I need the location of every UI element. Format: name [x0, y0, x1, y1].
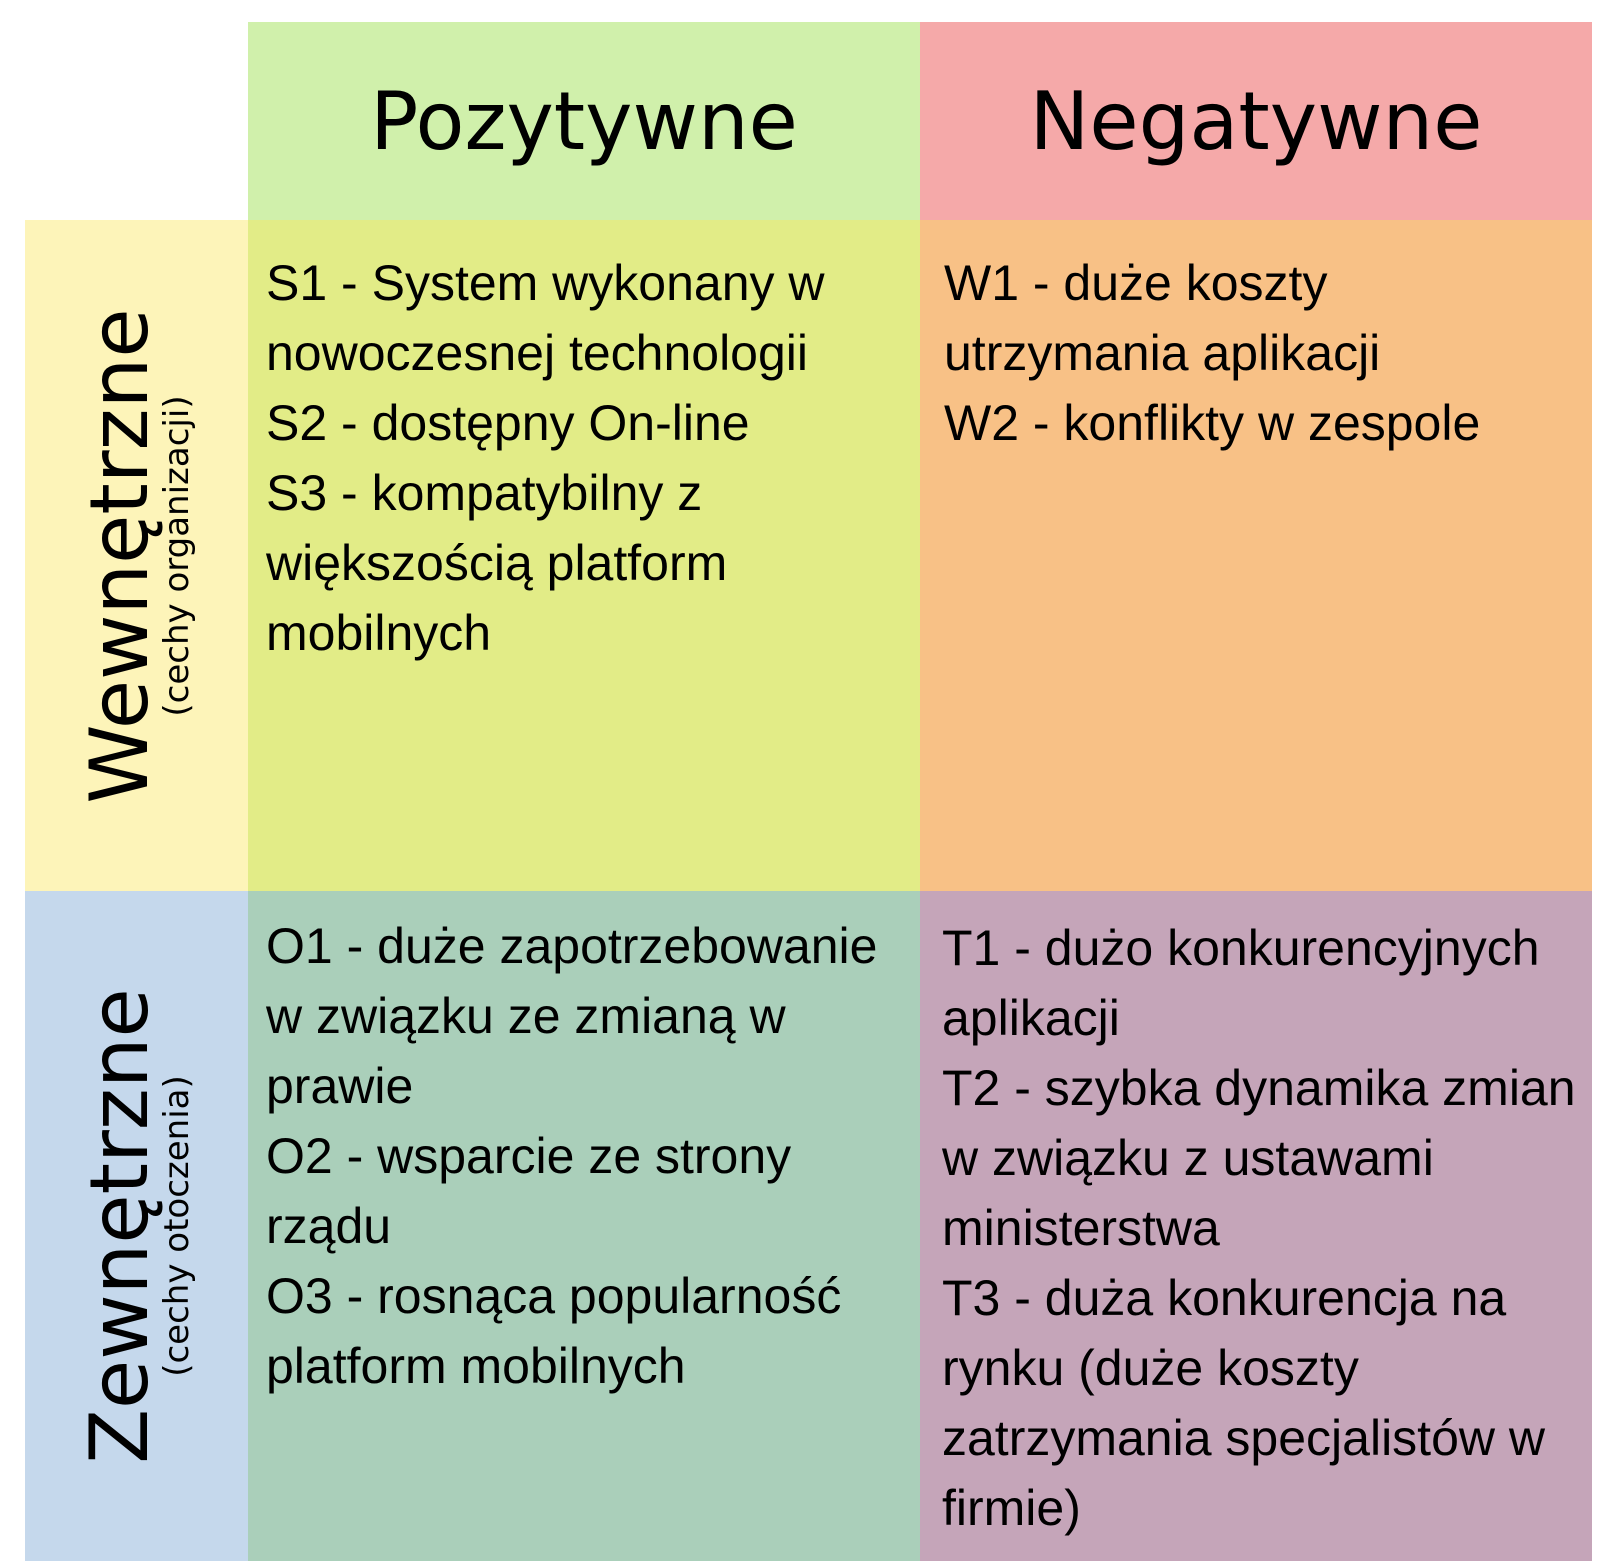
strength-item: S1 - System wykonany w nowoczesnej techn… — [266, 255, 825, 381]
header-positive-label: Pozytywne — [370, 74, 798, 168]
opportunity-item: O1 - duże zapotrzebowanie w związku ze z… — [266, 918, 878, 1114]
weakness-item: W1 - duże koszty utrzymania aplikacji — [944, 255, 1381, 381]
quadrant-strengths: S1 - System wykonany w nowoczesnej techn… — [248, 220, 920, 891]
quadrant-threats: T1 - dużo konkurencyjnych aplikacji T2 -… — [920, 891, 1592, 1561]
quadrant-opportunities: O1 - duże zapotrzebowanie w związku ze z… — [248, 891, 920, 1561]
threat-item: T3 - duża konkurencja na rynku (duże kos… — [942, 1270, 1545, 1536]
header-positive: Pozytywne — [248, 22, 920, 220]
row-header-internal: Wewnętrzne (cechy organizacji) — [25, 220, 248, 891]
strength-item: S2 - dostępny On-line — [266, 395, 750, 451]
strength-item: S3 - kompatybilny z większością platform… — [266, 465, 728, 661]
threat-item: T1 - dużo konkurencyjnych aplikacji — [942, 920, 1540, 1046]
weakness-item: W2 - konflikty w zespole — [944, 395, 1481, 451]
row-header-internal-label: Wewnętrzne — [72, 307, 166, 804]
header-negative-label: Negatywne — [1029, 74, 1483, 168]
opportunity-item: O3 - rosnąca popularność platform mobiln… — [266, 1268, 842, 1394]
quadrant-weaknesses: W1 - duże koszty utrzymania aplikacji W2… — [920, 220, 1592, 891]
row-header-external: Zewnętrzne (cechy otoczenia) — [25, 891, 248, 1561]
row-header-external-label: Zewnętrzne — [72, 988, 166, 1464]
header-negative: Negatywne — [920, 22, 1592, 220]
opportunity-item: O2 - wsparcie ze strony rządu — [266, 1128, 792, 1254]
threat-item: T2 - szybka dynamika zmian w związku z u… — [942, 1060, 1576, 1256]
